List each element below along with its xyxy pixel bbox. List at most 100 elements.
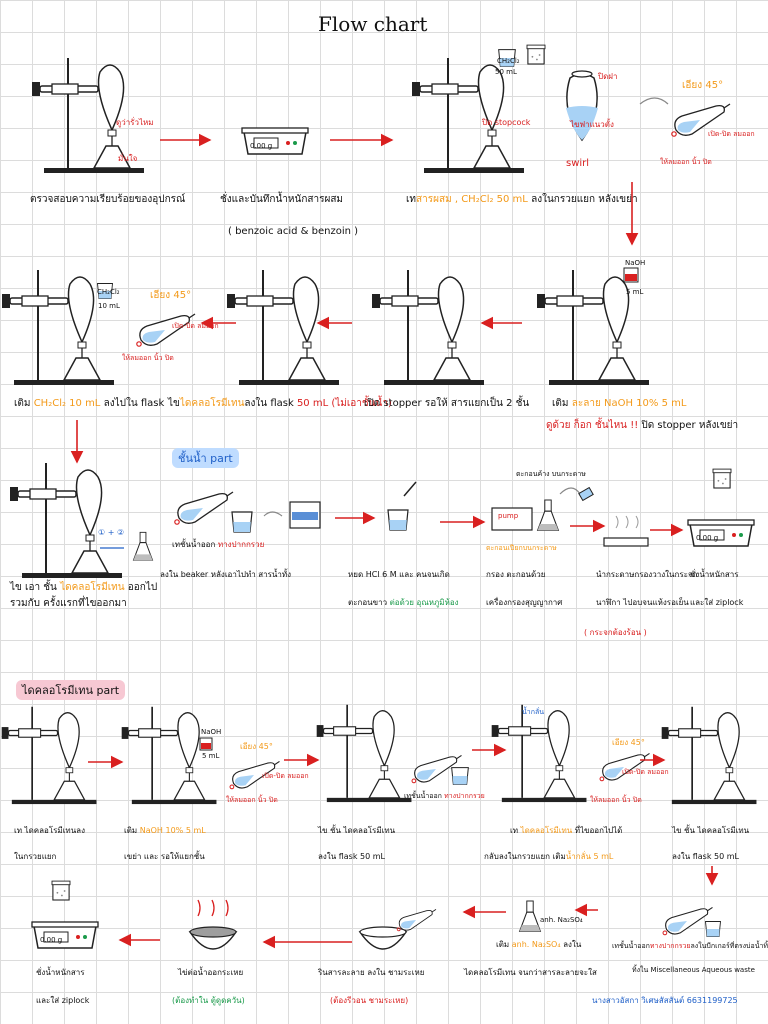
setup-stand-r4s3 bbox=[315, 703, 413, 803]
ann-distilled-water: น้ำกลั่น bbox=[522, 708, 545, 716]
setup-stand-r2s3 bbox=[226, 269, 340, 386]
step-combine-r3: รวมกับ ครั้งแรกที่ไขออกมา bbox=[10, 598, 127, 609]
page-title: Flow chart bbox=[318, 12, 428, 36]
step-drain-r4-line2: ลงใน flask 50 mL bbox=[318, 852, 385, 861]
ann-hold: ไขฟาแนวตั้ง bbox=[570, 120, 614, 129]
stopper bbox=[571, 70, 593, 78]
step-open-stopper: เปิด stopper รอให้ สารแยกเป็น 2 ชั้น bbox=[364, 398, 530, 409]
ann-angle-r1: เอียง 45° bbox=[682, 80, 724, 91]
ann-angle-r4b: เอียง 45° bbox=[612, 738, 645, 747]
beaker-label-r2: CH₂Cl₂ bbox=[97, 288, 120, 296]
jar-r5 bbox=[51, 880, 71, 901]
step-dry-line2: นาฬิกา ไปอบจนแห้งรอเย็น bbox=[596, 598, 689, 607]
step-drain-r4-line1: ไข ชั้น ไดคลอโรมีเทน bbox=[318, 826, 396, 835]
step-weigh-line2: ( benzoic acid & benzoin ) bbox=[228, 226, 359, 237]
setup-stand-r3s1 bbox=[9, 462, 123, 579]
step-beaker-r3: ลงใน beaker หลังเอาไปทำ สารน้ำทั้ง bbox=[160, 570, 292, 579]
step-drain-r4b-line1: ไข ชั้น ไดคลอโรมีเทน bbox=[672, 826, 750, 835]
step-add-ch2cl2-r2: เติม CH₂Cl₂ 10 mL ลงไปใน flask bbox=[14, 398, 165, 409]
ann-vent-r2: เปิด-ปิด ลมออก bbox=[172, 322, 219, 330]
pour-flask-r5 bbox=[396, 908, 437, 932]
step-dry-line1: นำกระดาษกรองวางในกระจก bbox=[596, 570, 698, 579]
ann-pour-aqueous: เทชั้นน้ำออก ทางปากกรวย bbox=[172, 540, 265, 549]
flask-r3 bbox=[132, 531, 154, 561]
ann-leak: ดูว่ารั่วไหม bbox=[116, 118, 154, 127]
step-check-equipment: ตรวจสอบความเรียบร้อยของอุปกรณ์ bbox=[30, 194, 186, 205]
ann-hint-r2: ให้ลมออก นิ้ว ปิด bbox=[122, 354, 174, 362]
arrow-gray-r3 bbox=[263, 511, 283, 517]
section-organic: ไดคลอโรมีเทน part bbox=[16, 680, 126, 700]
step-weigh-line1: ชั่งและบันทึกน้ำหนักสารผสม bbox=[220, 194, 344, 205]
step-filter-line2: เครื่องกรองสุญญากาศ bbox=[486, 598, 563, 607]
setup-stand-r4s6 bbox=[660, 705, 758, 805]
step-pour-dcm-line1: เท ไดคลอโรมีเทนลง bbox=[14, 826, 85, 835]
beaker-volume-r1: 50 mL bbox=[495, 68, 517, 76]
ann-vent-r4a: เปิด-ปิด ลมออก bbox=[262, 772, 309, 780]
step-transfer-dish: รินสารละลาย ลงใน ชามระเหย bbox=[318, 968, 425, 977]
beaker-volume-r2: 10 mL bbox=[98, 302, 120, 310]
balance-readout-r5: 0.00 g bbox=[40, 936, 63, 944]
ann-hint-r1: ให้ลมออก นิ้ว ปิด bbox=[660, 158, 712, 166]
step-add-naoh-r4: เติม NaOH 10% 5 mL bbox=[124, 826, 206, 835]
beaker-r4 bbox=[451, 767, 469, 785]
note-hot-glass: ( กระจกต้องร้อน ) bbox=[584, 628, 647, 637]
step-return-dcm: เท ไดคลอโรมีเทน ที่ไขออกไปได้ bbox=[510, 826, 623, 835]
balance-readout-r1: 0.00 g bbox=[250, 142, 273, 150]
curve-arrow-r1 bbox=[639, 97, 669, 105]
jar-mixture-r1 bbox=[526, 44, 546, 65]
step-shake-r2: ดูด้วย ก็อก ชั้นไหน !! ปิด stopper หลังเ… bbox=[546, 420, 739, 431]
setup-stand-r4s1 bbox=[0, 705, 98, 805]
step-weigh-r3-line1: ชั่งน้ำหนักสาร bbox=[690, 570, 739, 579]
naoh-volume-r4: 5 mL bbox=[202, 752, 220, 760]
hotplate-r3 bbox=[603, 537, 649, 547]
step-drain-organic-r2: ไขไดคลอโรมีเทนลงใน flask 50 mL (ไม่เอาชั… bbox=[168, 398, 392, 409]
setup-stand-r4s5 bbox=[490, 703, 588, 803]
beaker-r3 bbox=[231, 511, 253, 533]
flask-na2so4-r5 bbox=[519, 900, 541, 932]
step-weigh-r5-line1: ชั่งน้ำหนักสาร bbox=[36, 968, 85, 977]
step-pour-dcm-line2: ในกรวยแยก bbox=[14, 852, 57, 861]
chem-na2so4-label: anh. Na₂SO₄ bbox=[540, 916, 583, 924]
beaker-hcl-r3 bbox=[387, 509, 409, 531]
beaker-label-r1: CH₂Cl₂ bbox=[497, 57, 520, 65]
section-aqueous: ชั้นน้ำ part bbox=[172, 448, 239, 468]
note-waste: ทิ้งใน Miscellaneous Aqueous waste bbox=[632, 966, 755, 974]
step-add-na2so4: เติม anh. Na₂SO₄ ลงใน bbox=[496, 940, 582, 949]
ann-angle-r2: เอียง 45° bbox=[150, 290, 192, 301]
step-drain-r4b-line2: ลงใน flask 50 mL bbox=[672, 852, 739, 861]
step-hcl-line2: ตะกอนขาว ต่อด้วย อุณหภูมิห้อง bbox=[348, 598, 459, 607]
step-pour-ch2cl2: เทสารผสม , CH₂Cl₂ 50 mL ลงในกรวยแยก หลัง… bbox=[406, 194, 638, 205]
ann-sure: มั่นใจ bbox=[118, 154, 138, 163]
ann-hint-r4b: ให้ลมออก นิ้ว ปิด bbox=[590, 796, 642, 804]
author: นางสาวอัสกา วิเศษสัสสันต์ 6631199725 bbox=[592, 996, 738, 1005]
steps-combined: ① + ② bbox=[98, 528, 125, 537]
filter-flask-r3 bbox=[536, 499, 560, 532]
step-evaporate-line1: ไข่ต่อน้ำออกระเหย bbox=[178, 968, 244, 977]
step-filter-line1: กรอง ตะกอนด้วย bbox=[486, 570, 546, 579]
step-weigh-r5-line2: และใส่ ziplock bbox=[36, 996, 90, 1005]
note-weigh-dish: (ต้องรีวอน ชามระเหย) bbox=[330, 996, 409, 1005]
jar-r3 bbox=[712, 468, 732, 489]
ann-swirl: swirl bbox=[566, 158, 590, 169]
ann-vent-r4b: เปิด-ปิด ลมออก bbox=[622, 768, 669, 776]
step-add-water-r4: กลับลงในกรวยแยก เติมน้ำกลั่น 5 mL bbox=[484, 852, 614, 861]
ann-lid: ปิดฝา bbox=[598, 72, 618, 81]
ann-hint-r4a: ให้ลมออก นิ้ว ปิด bbox=[226, 796, 278, 804]
setup-stand-r2s4 bbox=[371, 269, 485, 386]
naoh-label-r2: NaOH bbox=[625, 259, 646, 267]
step-shake-r4: เขย่า และ รอให้แยกชั้น bbox=[124, 852, 205, 861]
ann-filter-paper: ตะกอนค้าง บนกระดาษ bbox=[516, 470, 586, 478]
step-add-naoh-r2: เติม ละลาย NaOH 10% 5 mL bbox=[552, 398, 687, 409]
ann-vent-r1: เปิด-ปิด ลมออก bbox=[708, 130, 755, 138]
naoh-label-r4: NaOH bbox=[201, 728, 222, 736]
step-hcl-line1: หยด HCl 6 M และ คนจนเกิด bbox=[348, 570, 450, 579]
step-until-clear: ไดคลอโรมีเทน จนกว่าสารละลายจะใส bbox=[464, 968, 597, 977]
step-pour-waste: เทชั้นน้ำออกทางปากกรวยลงในบีกเกอร์ที่ตรง… bbox=[612, 942, 768, 950]
ann-stopcock: ปิด stopcock bbox=[482, 118, 531, 127]
naoh-volume-r2: 5 mL bbox=[626, 288, 644, 296]
ann-pour-aqueous-r4: เทชั้นน้ำออก ทางปากกรวย bbox=[404, 792, 485, 800]
step-weigh-r3-line2: และใส่ ziplock bbox=[690, 598, 744, 607]
ann-wet-precipitate: ตะกอนเปียกบนกระดาษ bbox=[486, 544, 557, 552]
note-fume-hood: (ต้องทำใน ตู้ดูดควัน) bbox=[172, 996, 245, 1005]
funnel-pour-r3 bbox=[174, 491, 234, 525]
